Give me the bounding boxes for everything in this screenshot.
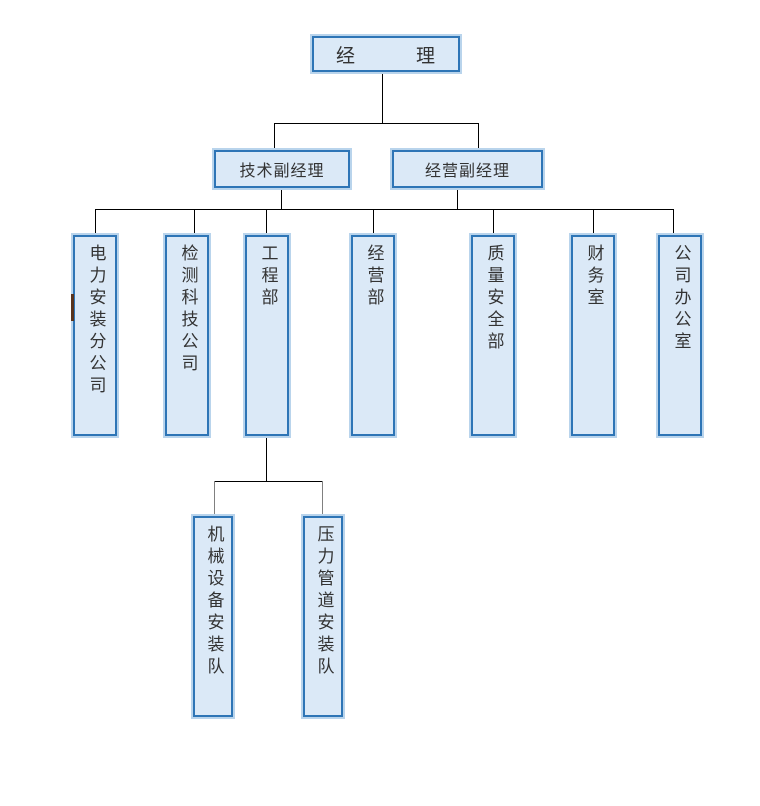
org-node-label: 经营副经理 — [424, 161, 510, 180]
connector-ops-deputy-stem — [457, 188, 458, 209]
org-node-ops-deputy: 经营副经理 — [392, 150, 543, 188]
connector-drop-ops-deputy — [478, 123, 479, 150]
org-node-label: 工程部 — [257, 244, 278, 310]
connector-teams-crossbar — [214, 481, 323, 482]
org-node-manager: 经 理 — [312, 36, 460, 72]
connector-engineering-stem — [266, 436, 267, 481]
connector-drop-dept-2 — [194, 209, 195, 235]
connector-drop-dept-3 — [266, 209, 267, 235]
org-node-label: 检测科技公司 — [177, 244, 198, 376]
connector-root-stem — [382, 72, 383, 123]
connector-department-bus — [95, 209, 674, 210]
org-node-dept-company-office: 公司办公室 — [658, 235, 702, 436]
org-node-label: 财务室 — [583, 244, 604, 310]
connector-drop-dept-4 — [373, 209, 374, 235]
org-node-team-mechanical-equipment: 机械设备安装队 — [193, 516, 233, 717]
org-node-label: 公司办公室 — [670, 244, 691, 354]
connector-drop-team-1 — [214, 481, 215, 516]
org-node-team-pressure-pipeline: 压力管道安装队 — [303, 516, 343, 717]
connector-tech-deputy-stem — [281, 188, 282, 209]
connector-drop-team-2 — [322, 481, 323, 516]
org-node-label: 经 理 — [335, 44, 436, 67]
org-node-dept-power-installation: 电力安装分公司 — [73, 235, 117, 436]
org-node-dept-finance: 财务室 — [571, 235, 615, 436]
connector-drop-dept-6 — [593, 209, 594, 235]
connector-root-crossbar — [274, 123, 479, 124]
org-node-dept-engineering: 工程部 — [245, 235, 289, 436]
text-cursor-artifact — [71, 294, 74, 321]
org-node-label: 机械设备安装队 — [203, 525, 224, 679]
connector-drop-dept-7 — [673, 209, 674, 235]
org-node-label: 经营部 — [363, 244, 384, 310]
org-node-dept-quality-safety: 质量安全部 — [471, 235, 515, 436]
org-node-label: 电力安装分公司 — [85, 244, 106, 398]
org-node-dept-operations: 经营部 — [351, 235, 395, 436]
connector-drop-tech-deputy — [274, 123, 275, 150]
connector-drop-dept-1 — [95, 209, 96, 235]
org-node-label: 质量安全部 — [483, 244, 504, 354]
org-node-tech-deputy: 技术副经理 — [214, 150, 350, 188]
org-node-label: 技术副经理 — [239, 161, 325, 180]
org-node-dept-testing-tech: 检测科技公司 — [165, 235, 209, 436]
org-node-label: 压力管道安装队 — [313, 525, 334, 679]
connector-drop-dept-5 — [493, 209, 494, 235]
